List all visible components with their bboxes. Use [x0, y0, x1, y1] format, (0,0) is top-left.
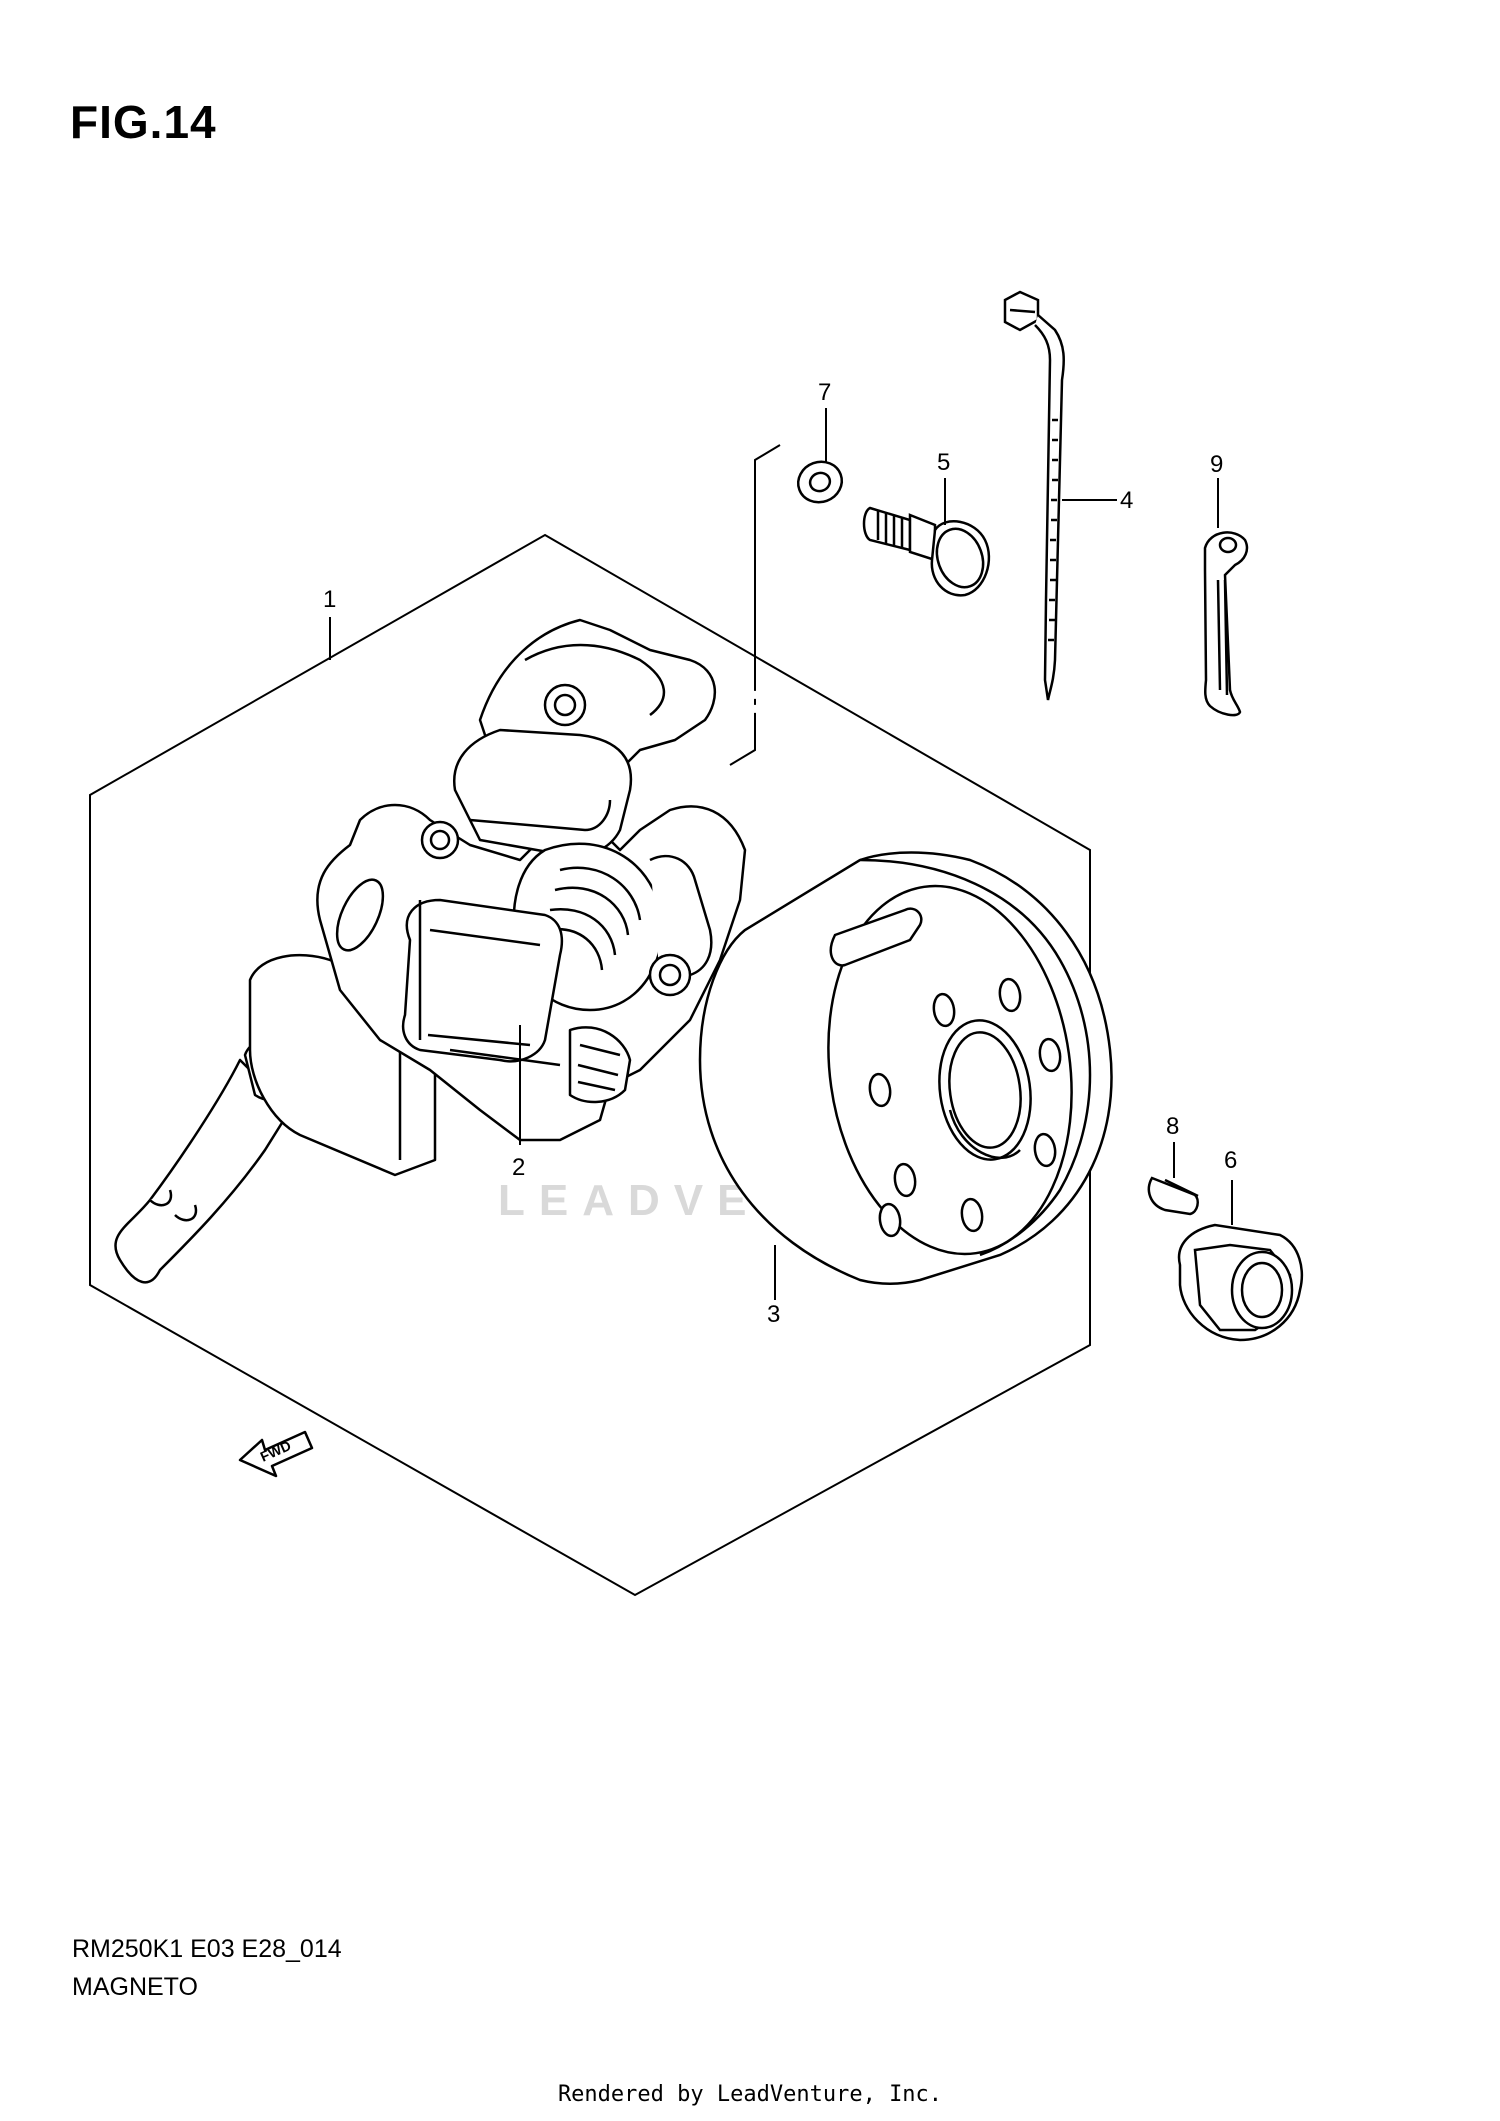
figure-name: MAGNETO	[72, 1973, 198, 2001]
figure-title: FIG.14	[70, 96, 217, 148]
flywheel-rotor-icon	[698, 851, 1113, 1285]
callout-2: 2	[512, 1154, 525, 1181]
callout-7: 7	[818, 379, 831, 406]
clamp-icon	[1203, 531, 1249, 717]
callout-1: 1	[323, 586, 336, 613]
woodruff-key-icon	[1147, 1176, 1199, 1216]
flange-nut-icon	[1177, 1223, 1304, 1342]
callout-6: 6	[1224, 1147, 1237, 1174]
callout-9: 9	[1210, 451, 1223, 478]
washer-icon	[796, 460, 844, 504]
bolt-icon	[862, 506, 991, 597]
alignment-line	[729, 444, 781, 766]
cable-tie-icon	[1003, 290, 1065, 701]
stator-coil-icon	[114, 618, 747, 1284]
callout-5: 5	[937, 449, 950, 476]
assembly-outline	[89, 533, 1091, 1597]
leader-lines	[329, 408, 1233, 1300]
fwd-arrow-icon: FWD	[238, 1430, 314, 1478]
callout-8: 8	[1166, 1113, 1179, 1140]
rendered-by-credit: Rendered by LeadVenture, Inc.	[557, 2082, 943, 2107]
callout-4: 4	[1120, 487, 1133, 514]
figure-code: RM250K1 E03 E28_014	[72, 1935, 342, 1963]
callout-3: 3	[767, 1301, 780, 1328]
